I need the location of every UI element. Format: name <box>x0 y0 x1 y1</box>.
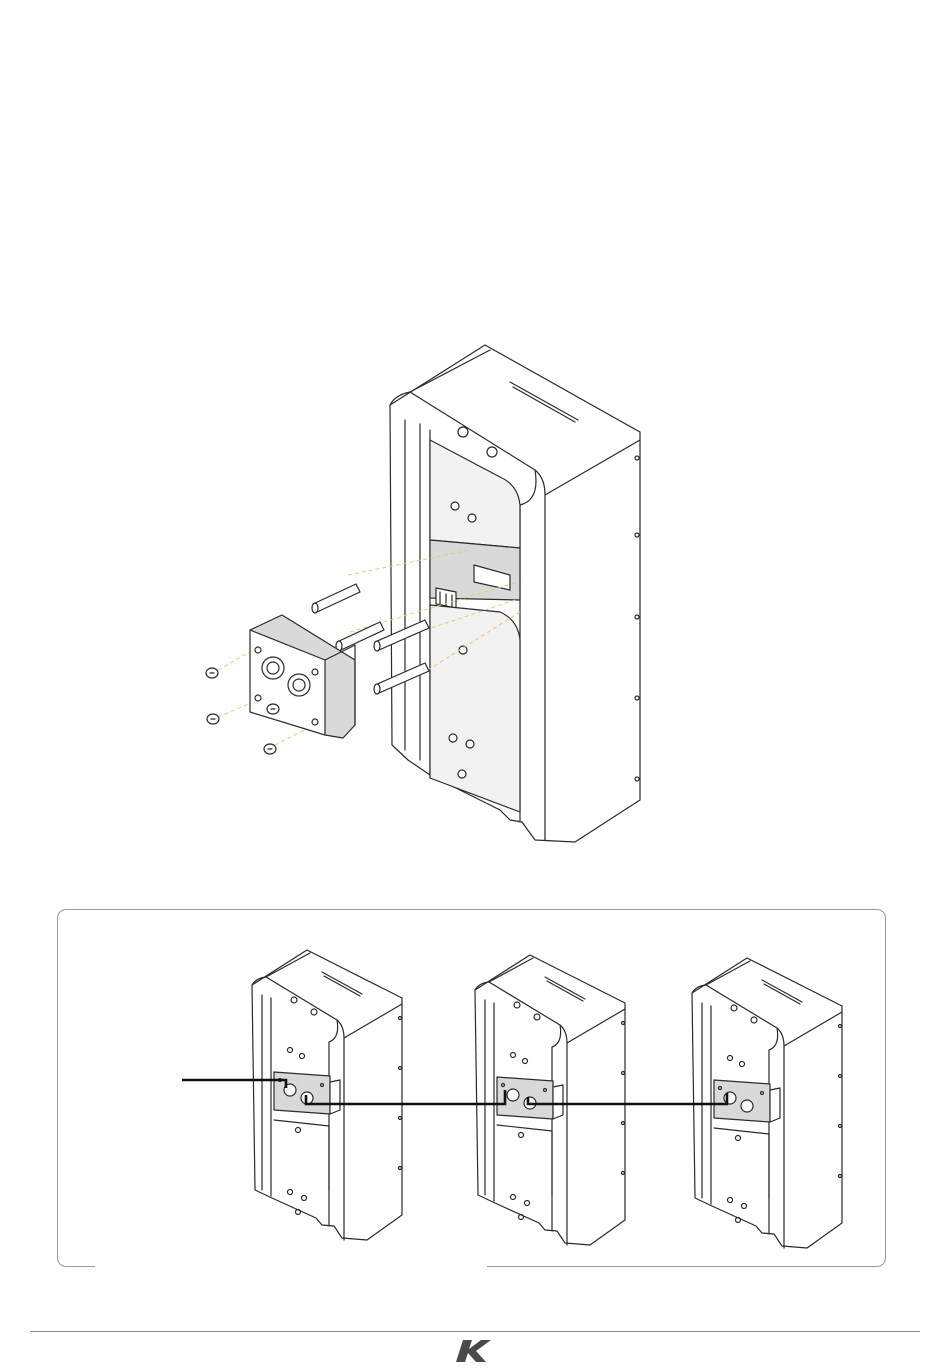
daisy-chain-diagram <box>170 945 860 1255</box>
speaker-unit-1-icon <box>252 950 402 1240</box>
speaker-cabinet-icon <box>390 345 640 842</box>
frame-gap <box>95 1261 487 1271</box>
footer-rule <box>30 1331 920 1332</box>
brand-k-logo-icon <box>455 1337 495 1365</box>
speaker-unit-2-icon <box>475 955 625 1245</box>
connector-plate-icon <box>250 615 355 738</box>
exploded-view-diagram <box>190 335 660 855</box>
